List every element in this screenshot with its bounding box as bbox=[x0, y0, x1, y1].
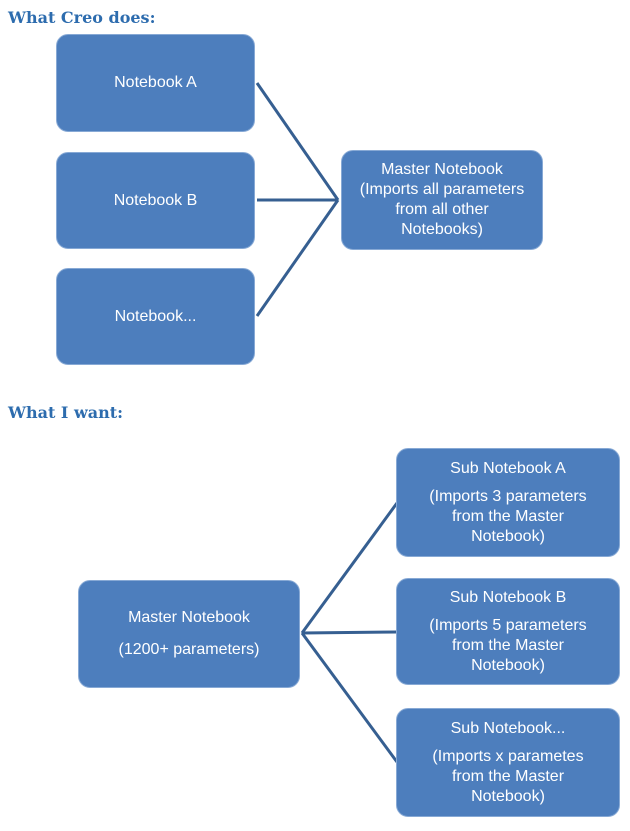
node-notebook-b: Notebook B bbox=[56, 152, 255, 249]
node-notebook-dots: Notebook... bbox=[56, 268, 255, 365]
node-master-notebook-top: Master Notebook (Imports all parameters … bbox=[341, 150, 543, 250]
section-heading-what-i-want: What I want: bbox=[8, 403, 124, 422]
node-sub-notebook-dots-title: Sub Notebook... bbox=[450, 719, 566, 737]
connector-master-to-sub-a bbox=[300, 502, 399, 634]
node-notebook-dots-label: Notebook... bbox=[114, 307, 197, 325]
node-sub-notebook-a-body: (Imports 3 parameters from the Master No… bbox=[429, 487, 587, 545]
section-heading-what-creo-does: What Creo does: bbox=[8, 8, 156, 27]
node-sub-notebook-b-title: Sub Notebook B bbox=[449, 588, 567, 606]
node-master-notebook-bottom-body: (1200+ parameters) bbox=[118, 641, 260, 658]
connector-notebook-dots-to-master bbox=[255, 199, 340, 317]
node-sub-notebook-b: Sub Notebook B (Imports 5 parameters fro… bbox=[396, 578, 620, 685]
node-notebook-b-label: Notebook B bbox=[113, 191, 198, 209]
node-master-notebook-bottom: Master Notebook (1200+ parameters) bbox=[78, 580, 300, 688]
node-notebook-a: Notebook A bbox=[56, 34, 255, 132]
node-sub-notebook-dots-body: (Imports x parametes from the Master Not… bbox=[432, 747, 584, 805]
connector-notebook-a-to-master bbox=[255, 82, 340, 201]
node-notebook-a-label: Notebook A bbox=[114, 74, 197, 91]
node-master-notebook-top-label: Master Notebook (Imports all parameters … bbox=[359, 161, 525, 238]
node-sub-notebook-b-body: (Imports 5 parameters from the Master No… bbox=[429, 616, 587, 674]
node-sub-notebook-dots: Sub Notebook... (Imports x parametes fro… bbox=[396, 708, 620, 817]
node-sub-notebook-a-title: Sub Notebook A bbox=[450, 459, 566, 477]
node-sub-notebook-a: Sub Notebook A (Imports 3 parameters fro… bbox=[396, 448, 620, 557]
connector-master-to-sub-b bbox=[301, 630, 398, 635]
node-master-notebook-bottom-title: Master Notebook bbox=[128, 609, 250, 626]
connector-master-to-sub-dots bbox=[300, 632, 399, 763]
